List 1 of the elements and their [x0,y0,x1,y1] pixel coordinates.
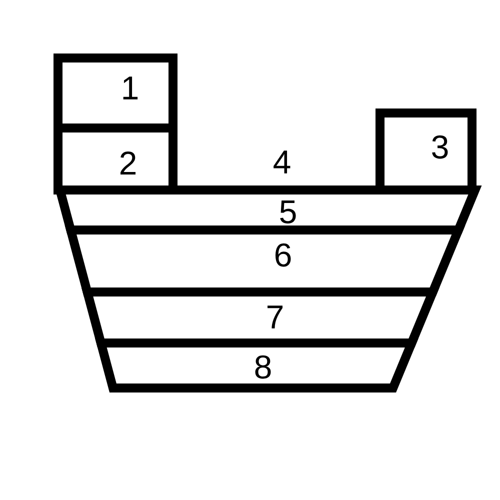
region-number: 4 [274,150,290,174]
